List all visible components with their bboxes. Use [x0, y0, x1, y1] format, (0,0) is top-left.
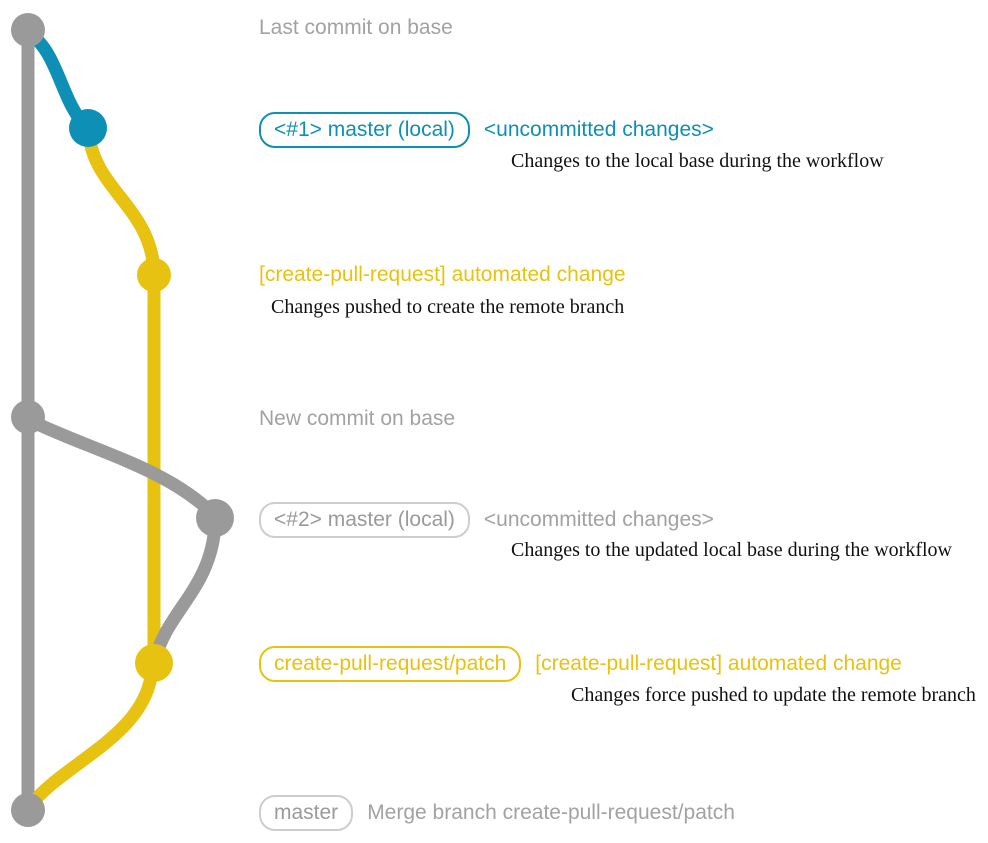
commit-note-patch-1: Changes pushed to create the remote bran… [271, 296, 625, 318]
commit-row-local-commit-1: <#1> master (local) <uncommitted changes… [259, 112, 714, 148]
node-base-commit-1 [11, 13, 45, 47]
node-merge-commit [11, 793, 45, 827]
node-patch-commit-2 [135, 644, 173, 682]
commit-nodes [11, 13, 234, 827]
merge-edge [23, 663, 159, 813]
branch-badge-local-1[interactable]: <#1> master (local) [259, 112, 470, 148]
local-branch-edge-2 [24, 414, 220, 521]
node-patch-commit-1 [137, 258, 171, 292]
branch-badge-local-2[interactable]: <#2> master (local) [259, 502, 470, 538]
commit-subject-merge: Merge branch create-pull-request/patch [367, 801, 735, 824]
commit-row-merge-commit: master Merge branch create-pull-request/… [259, 795, 735, 831]
patch-branch-edge-1 [82, 129, 161, 277]
branch-graph-svg [11, 13, 234, 827]
commit-headline-patch-commit-1: [create-pull-request] automated change [259, 263, 626, 286]
commit-note-patch-2: Changes force pushed to update the remot… [571, 684, 976, 706]
branch-badge-patch-2[interactable]: create-pull-request/patch [259, 646, 522, 682]
commit-row-local-commit-2: <#2> master (local) <uncommitted changes… [259, 502, 714, 538]
branch-badge-master[interactable]: master [259, 795, 354, 831]
node-local-commit-1 [69, 109, 107, 147]
commit-note-local-1: Changes to the local base during the wor… [511, 150, 884, 172]
commit-note-local-2: Changes to the updated local base during… [511, 539, 952, 561]
commit-subject-local-1: <uncommitted changes> [483, 118, 714, 141]
node-base-commit-2 [11, 400, 45, 434]
commit-headline-new-commit-on-base: New commit on base [259, 407, 456, 430]
commit-subject-patch-2: [create-pull-request] automated change [535, 652, 902, 675]
commit-headline-last-commit-on-base: Last commit on base [259, 16, 453, 39]
commit-row-patch-commit-2: create-pull-request/patch [create-pull-r… [259, 646, 902, 682]
node-local-commit-2 [196, 499, 234, 537]
local-merge-edge-2 [148, 517, 222, 667]
commit-subject-local-2: <uncommitted changes> [483, 508, 714, 531]
